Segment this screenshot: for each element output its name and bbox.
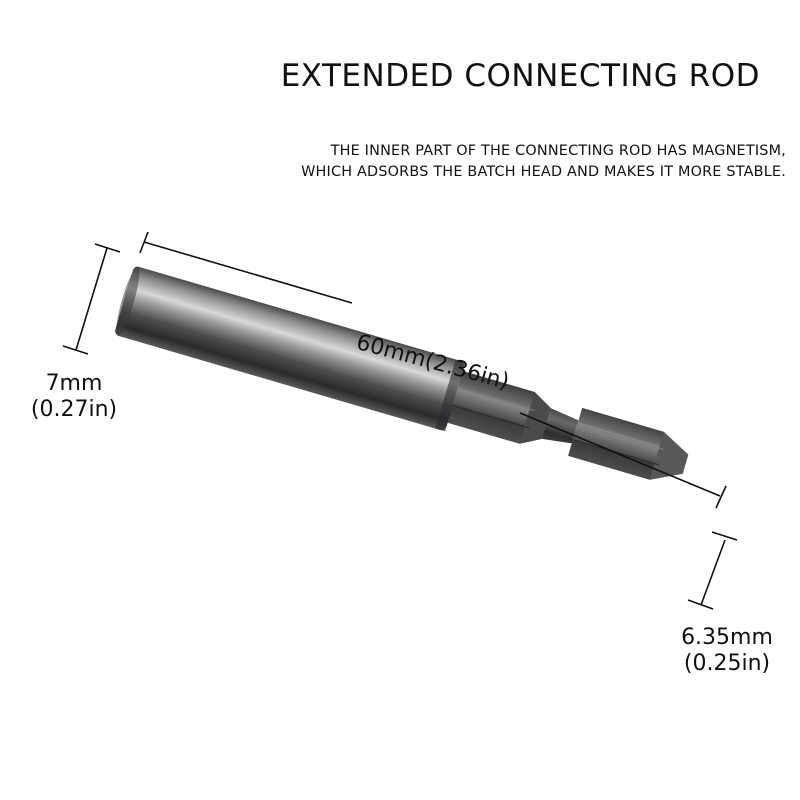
rod-body [115,266,689,480]
description-line-1: THE INNER PART OF THE CONNECTING ROD HAS… [330,143,786,159]
hex-shank-mm: 6.35mm [681,625,773,650]
diameter-inch: (0.27in) [30,397,118,422]
hex-shank-label: 6.35mm (0.25in) [674,625,780,677]
diameter-dimension-line [62,243,121,355]
hex-dimension-line [687,531,738,610]
description-line-2: WHICH ADSORBS THE BATCH HEAD AND MAKES I… [301,164,786,180]
hex-shank-inch: (0.25in) [683,651,771,676]
product-title: EXTENDED CONNECTING ROD [280,58,760,94]
diameter-mm: 7mm [45,371,103,396]
diameter-label: 7mm (0.27in) [27,371,121,423]
hex-shank [442,369,689,480]
product-description: THE INNER PART OF THE CONNECTING ROD HAS… [150,141,786,183]
magnetic-barrel [115,266,466,432]
length-dimension-line [139,231,727,509]
